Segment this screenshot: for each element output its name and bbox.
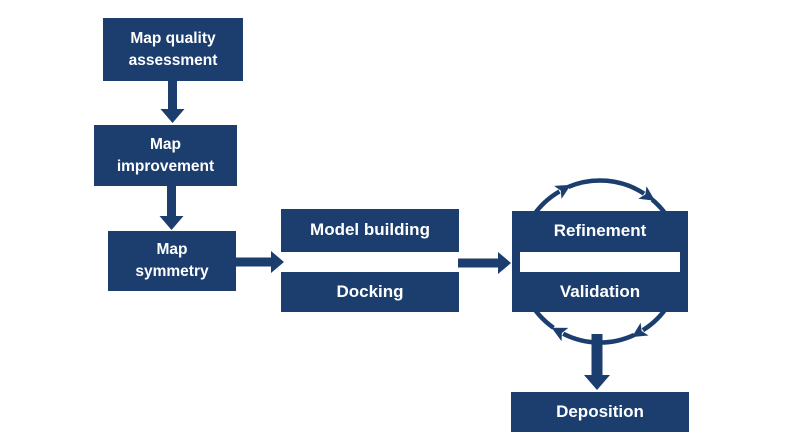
arrow-cycle-to-deposition	[584, 334, 610, 390]
node-map-symmetry-label: Map symmetry	[135, 241, 209, 280]
cycle-arrow-bottom-arc	[551, 327, 636, 345]
node-map-improvement-label: Map improvement	[116, 135, 215, 175]
node-map-quality-assessment: Map quality assessment	[103, 18, 243, 81]
node-refinement-label: Refinement	[553, 221, 647, 241]
refinement-validation-block: Refinement Validation	[512, 211, 688, 312]
cycle-arrow-top-arc	[567, 178, 655, 201]
arrow-model-building-docking-to-refinement-validation	[458, 252, 511, 274]
node-validation-label: Validation	[559, 281, 641, 301]
arrow-map-quality-to-map-improvement	[160, 81, 185, 123]
node-deposition-label: Deposition	[556, 401, 644, 421]
node-validation: Validation	[512, 272, 688, 312]
node-model-building: Model building	[281, 209, 459, 252]
node-deposition: Deposition	[511, 392, 689, 432]
node-map-quality-assessment-label: Map quality assessment	[128, 29, 218, 69]
refinement-validation-gap	[520, 252, 680, 272]
node-map-symmetry: Map symmetry	[108, 231, 236, 291]
node-map-improvement: Map improvement	[94, 125, 237, 186]
node-docking-label: Docking	[336, 281, 404, 301]
node-docking: Docking	[281, 272, 459, 312]
node-model-building-label: Model building	[310, 220, 430, 240]
arrow-map-improvement-to-map-symmetry	[159, 186, 184, 230]
node-refinement: Refinement	[512, 211, 688, 252]
arrow-map-symmetry-to-model-building-docking	[236, 251, 284, 273]
